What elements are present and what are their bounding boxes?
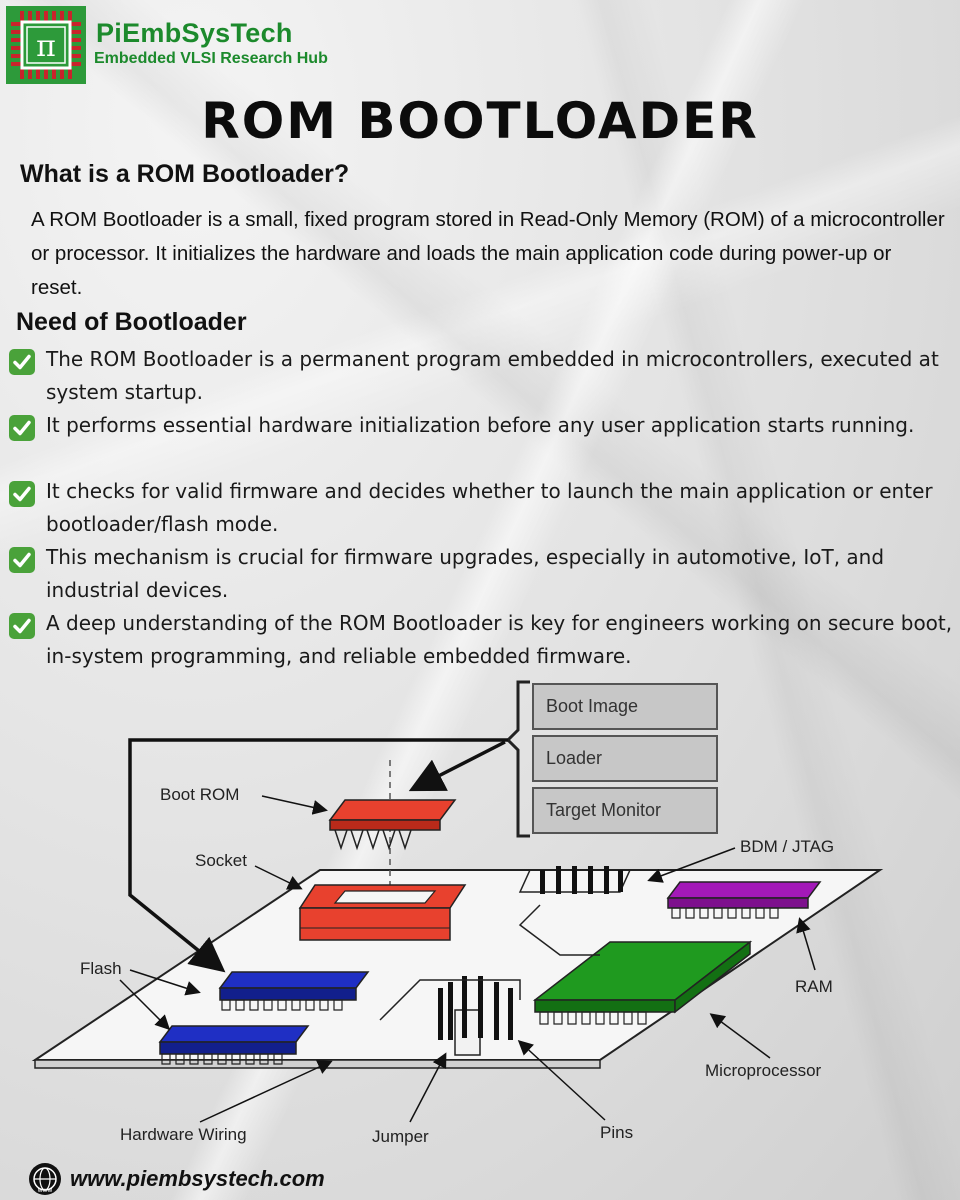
- svg-text:www: www: [38, 1187, 53, 1194]
- list-item-text: A deep understanding of the ROM Bootload…: [46, 611, 953, 668]
- list-item-text: It checks for valid firmware and decides…: [46, 479, 933, 536]
- list-item: It performs essential hardware initializ…: [8, 409, 958, 475]
- definition-heading: What is a ROM Bootloader?: [20, 160, 350, 188]
- label-ram: RAM: [795, 977, 833, 996]
- list-item-text: It performs essential hardware initializ…: [46, 413, 915, 437]
- brand-logo: π: [6, 6, 86, 84]
- brand-tagline: Embedded VLSI Research Hub: [94, 50, 328, 67]
- need-heading: Need of Bootloader: [16, 308, 247, 336]
- label-boot-rom: Boot ROM: [160, 785, 239, 804]
- rom-contents-bracket: [505, 680, 530, 838]
- hardware-wiring-trace: [518, 904, 600, 956]
- rom-content-label: Target Monitor: [546, 800, 661, 820]
- label-bdm-jtag: BDM / JTAG: [740, 837, 834, 856]
- check-mark-icon: [9, 481, 35, 507]
- rom-content-label: Boot Image: [546, 696, 638, 716]
- boot-rom-chip: [328, 799, 457, 851]
- label-socket: Socket: [195, 851, 247, 870]
- rom-contents-box: Boot Image: [532, 683, 718, 730]
- label-flash: Flash: [80, 959, 122, 978]
- check-mark-icon: [9, 349, 35, 375]
- label-microprocessor: Microprocessor: [705, 1061, 822, 1080]
- hardware-wiring-trace: [379, 979, 521, 1021]
- arrow-to-boot-rom: [408, 740, 506, 792]
- flash-chip: [158, 1025, 310, 1065]
- list-item: This mechanism is crucial for firmware u…: [8, 541, 958, 607]
- socket: [298, 884, 467, 941]
- list-item: It checks for valid firmware and decides…: [8, 475, 958, 541]
- microprocessor-chip: [532, 940, 753, 1025]
- rom-contents-box: Loader: [532, 735, 718, 782]
- pi-symbol: π: [36, 29, 56, 64]
- list-item: The ROM Bootloader is a permanent progra…: [8, 343, 958, 409]
- definition-text: A ROM Bootloader is a small, fixed progr…: [31, 208, 945, 299]
- rom-content-label: Loader: [546, 748, 602, 768]
- check-mark-icon: [9, 613, 35, 639]
- check-mark-icon: [9, 415, 35, 441]
- arrow-to-flash: [128, 738, 508, 973]
- globe-icon: www: [29, 1163, 61, 1195]
- label-hardware-wiring: Hardware Wiring: [120, 1125, 247, 1144]
- check-mark-icon: [9, 547, 35, 573]
- need-list: The ROM Bootloader is a permanent progra…: [8, 343, 958, 673]
- list-item: A deep understanding of the ROM Bootload…: [8, 607, 958, 673]
- label-pins: Pins: [600, 1123, 633, 1142]
- brand-name: PiEmbSysTech: [96, 18, 293, 48]
- website-link[interactable]: www.piembsystech.com: [70, 1166, 325, 1191]
- bootloader-diagram: Boot Image Loader Target Monitor: [0, 670, 960, 1160]
- rom-contents-box: Target Monitor: [532, 787, 718, 834]
- chip-logo-icon: π: [6, 6, 86, 84]
- page-title: ROM BOOTLOADER: [201, 92, 759, 150]
- list-item-text: This mechanism is crucial for firmware u…: [46, 545, 885, 602]
- flash-chip: [218, 971, 370, 1011]
- label-jumper: Jumper: [372, 1127, 429, 1146]
- ram-chip: [666, 881, 822, 919]
- bdm-jtag-connector: [518, 866, 632, 894]
- list-item-text: The ROM Bootloader is a permanent progra…: [46, 347, 939, 404]
- jumper: [438, 976, 513, 1056]
